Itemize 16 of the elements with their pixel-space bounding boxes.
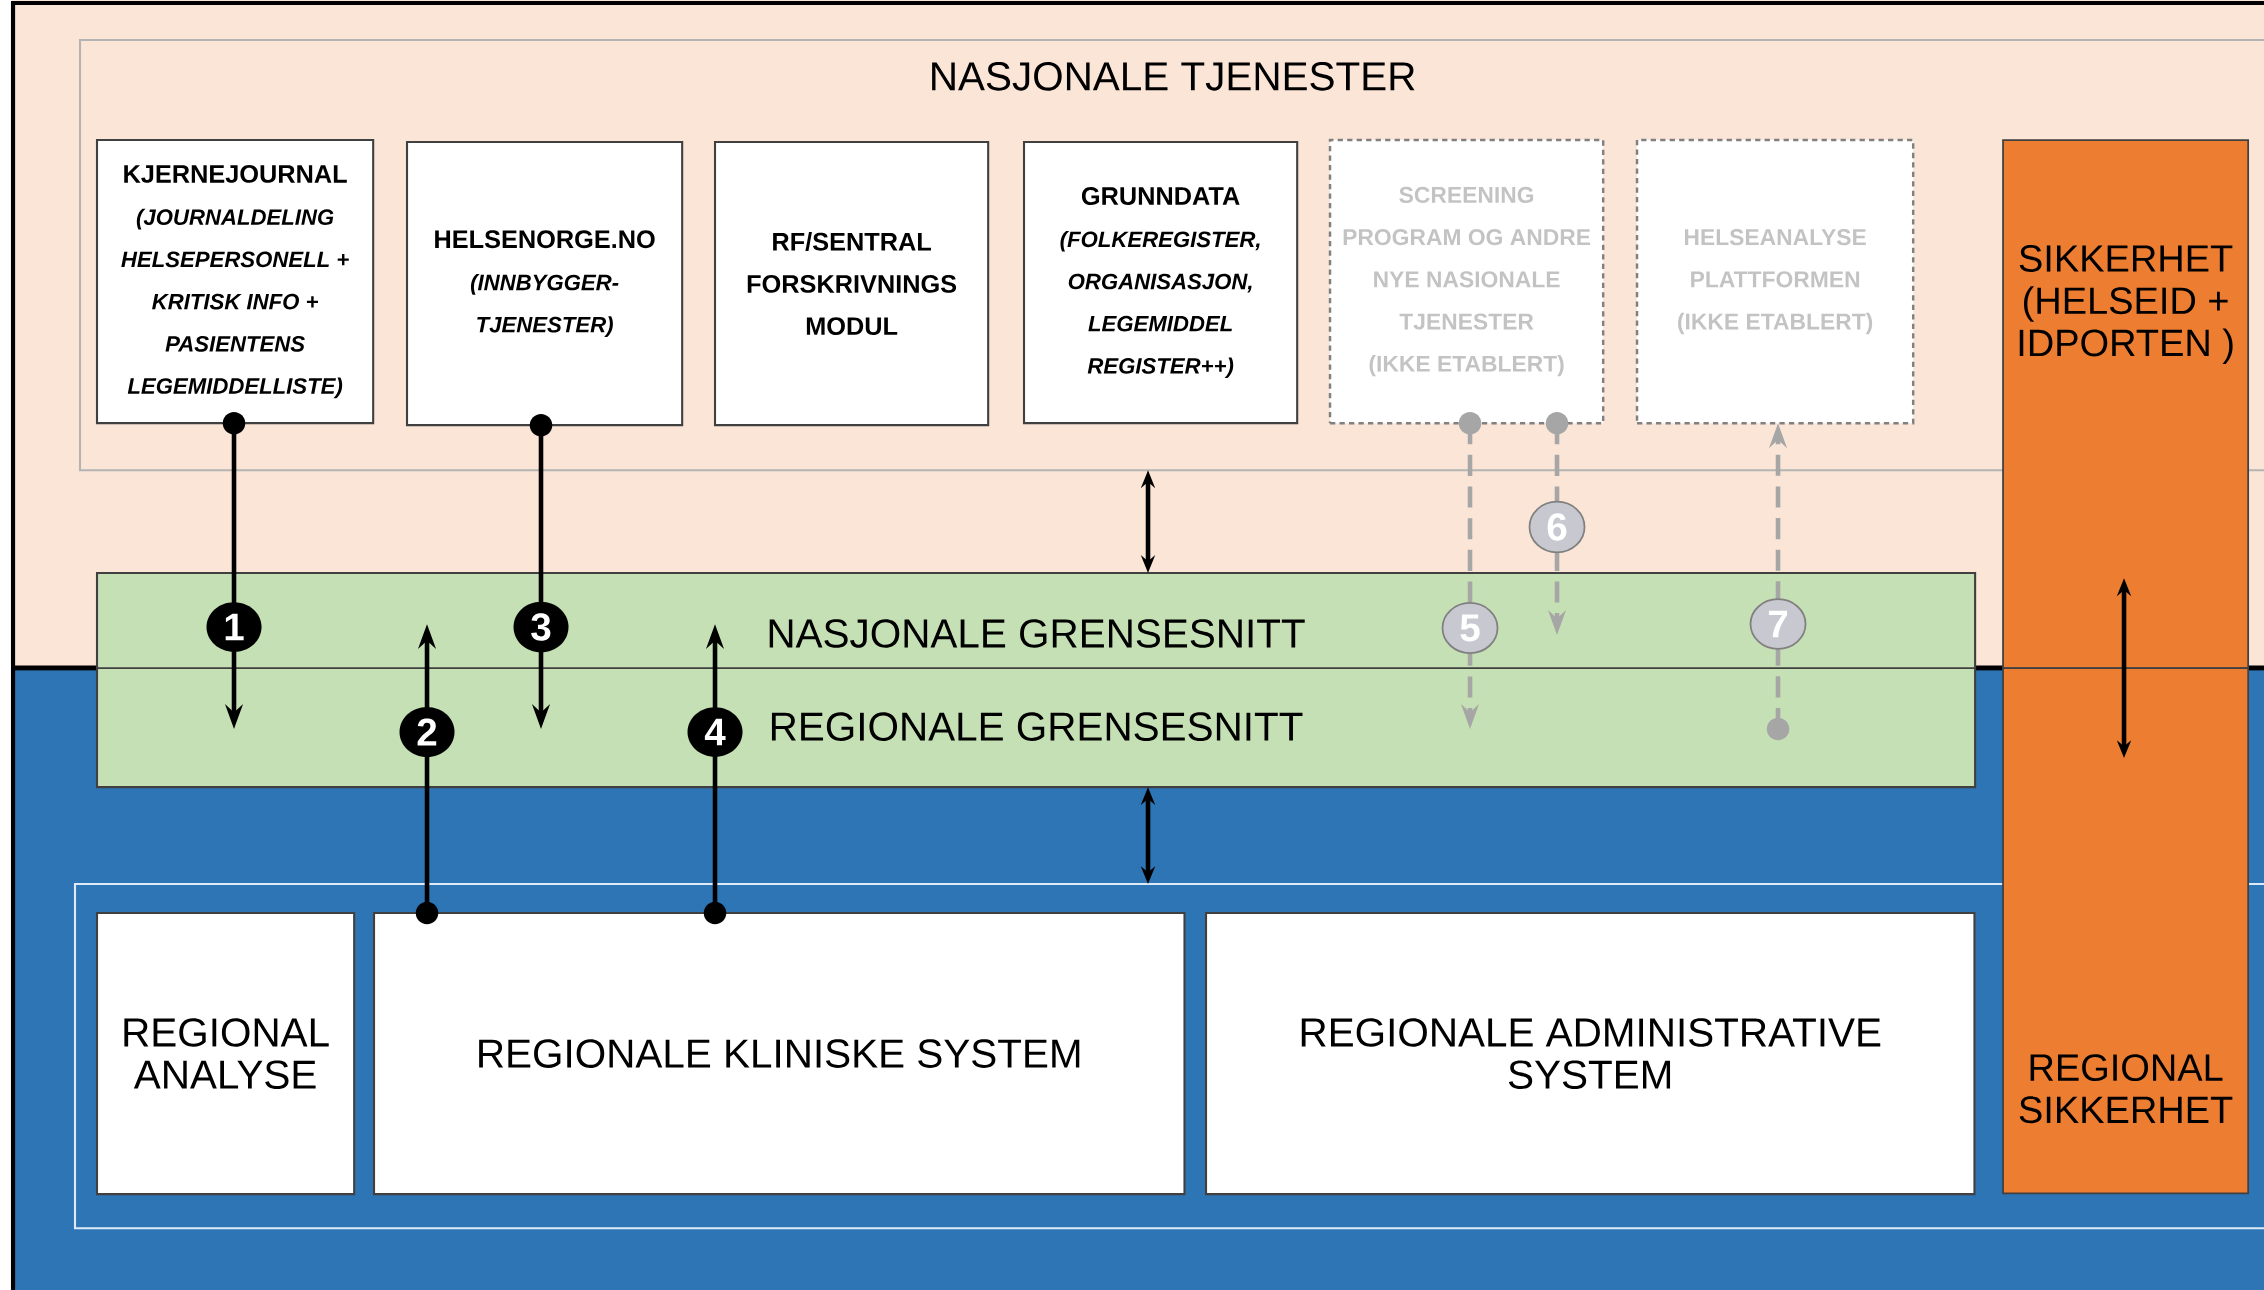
group-frame xyxy=(73,882,2264,1230)
service-box: KJERNEJOURNAL (JOURNALDELING HELSEPERSONELL + KRITISK INFO + PASIENTENS LEGEMIDDELLISTE) xyxy=(95,138,375,425)
security-column: SIKKERHET (HELSEID + IDPORTEN ) xyxy=(2002,139,2250,670)
edge-label: 2 xyxy=(399,706,455,758)
edge-label: 1 xyxy=(206,602,262,652)
service-box: HELSENORGE.NO (INNBYGGER-TJENESTER) xyxy=(405,140,684,427)
edge-label: 4 xyxy=(687,707,743,757)
service-box: GRUNNDATA (FOLKEREGISTER, ORGANISASJON, LEGEMIDDEL REGISTER++) xyxy=(1022,140,1299,425)
edge-label: 3 xyxy=(513,601,569,653)
service-box: RF/SENTRAL FORSKRIVNINGS MODUL xyxy=(713,140,990,427)
system-box: REGIONALE KLINISKE SYSTEM xyxy=(372,911,1186,1196)
system-box: REGIONALE ADMINISTRATIVE SYSTEM xyxy=(1204,911,1976,1196)
dashed-box: HELSEANALYSE PLATTFORMEN (IKKE ETABLERT) xyxy=(1635,138,1915,425)
system-box: REGIONAL ANALYSE xyxy=(95,911,356,1196)
dashed-box: SCREENING PROGRAM OG ANDRE NYE NASIONALE TJENESTER (IKKE ETABLERT) xyxy=(1328,138,1605,425)
security-column: REGIONAL SIKKERHET xyxy=(2002,667,2250,1195)
